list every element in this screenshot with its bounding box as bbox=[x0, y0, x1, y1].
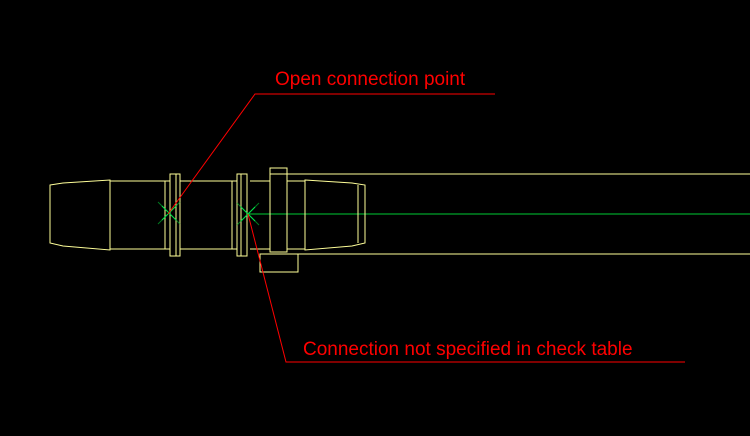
right-barb[interactable] bbox=[304, 179, 366, 251]
pipe-run[interactable] bbox=[270, 173, 750, 255]
annotation-unspecified-connection[interactable]: Connection not specified in check table bbox=[247, 213, 685, 363]
clamp-block[interactable] bbox=[259, 253, 299, 273]
annotation-label-unspecified-connection: Connection not specified in check table bbox=[303, 339, 633, 360]
leader-line-unspecified-connection[interactable] bbox=[247, 213, 685, 363]
hex-nut[interactable] bbox=[269, 167, 288, 253]
annotation-label-open-connection: Open connection point bbox=[275, 69, 466, 90]
flange-open-connection[interactable] bbox=[169, 173, 181, 257]
leader-line-open-connection[interactable] bbox=[167, 93, 495, 215]
hose-fitting-assembly[interactable] bbox=[49, 167, 366, 273]
flange-unspecified-connection[interactable] bbox=[236, 173, 248, 257]
left-barb[interactable] bbox=[49, 179, 111, 251]
annotation-open-connection[interactable]: Open connection point bbox=[167, 69, 495, 215]
